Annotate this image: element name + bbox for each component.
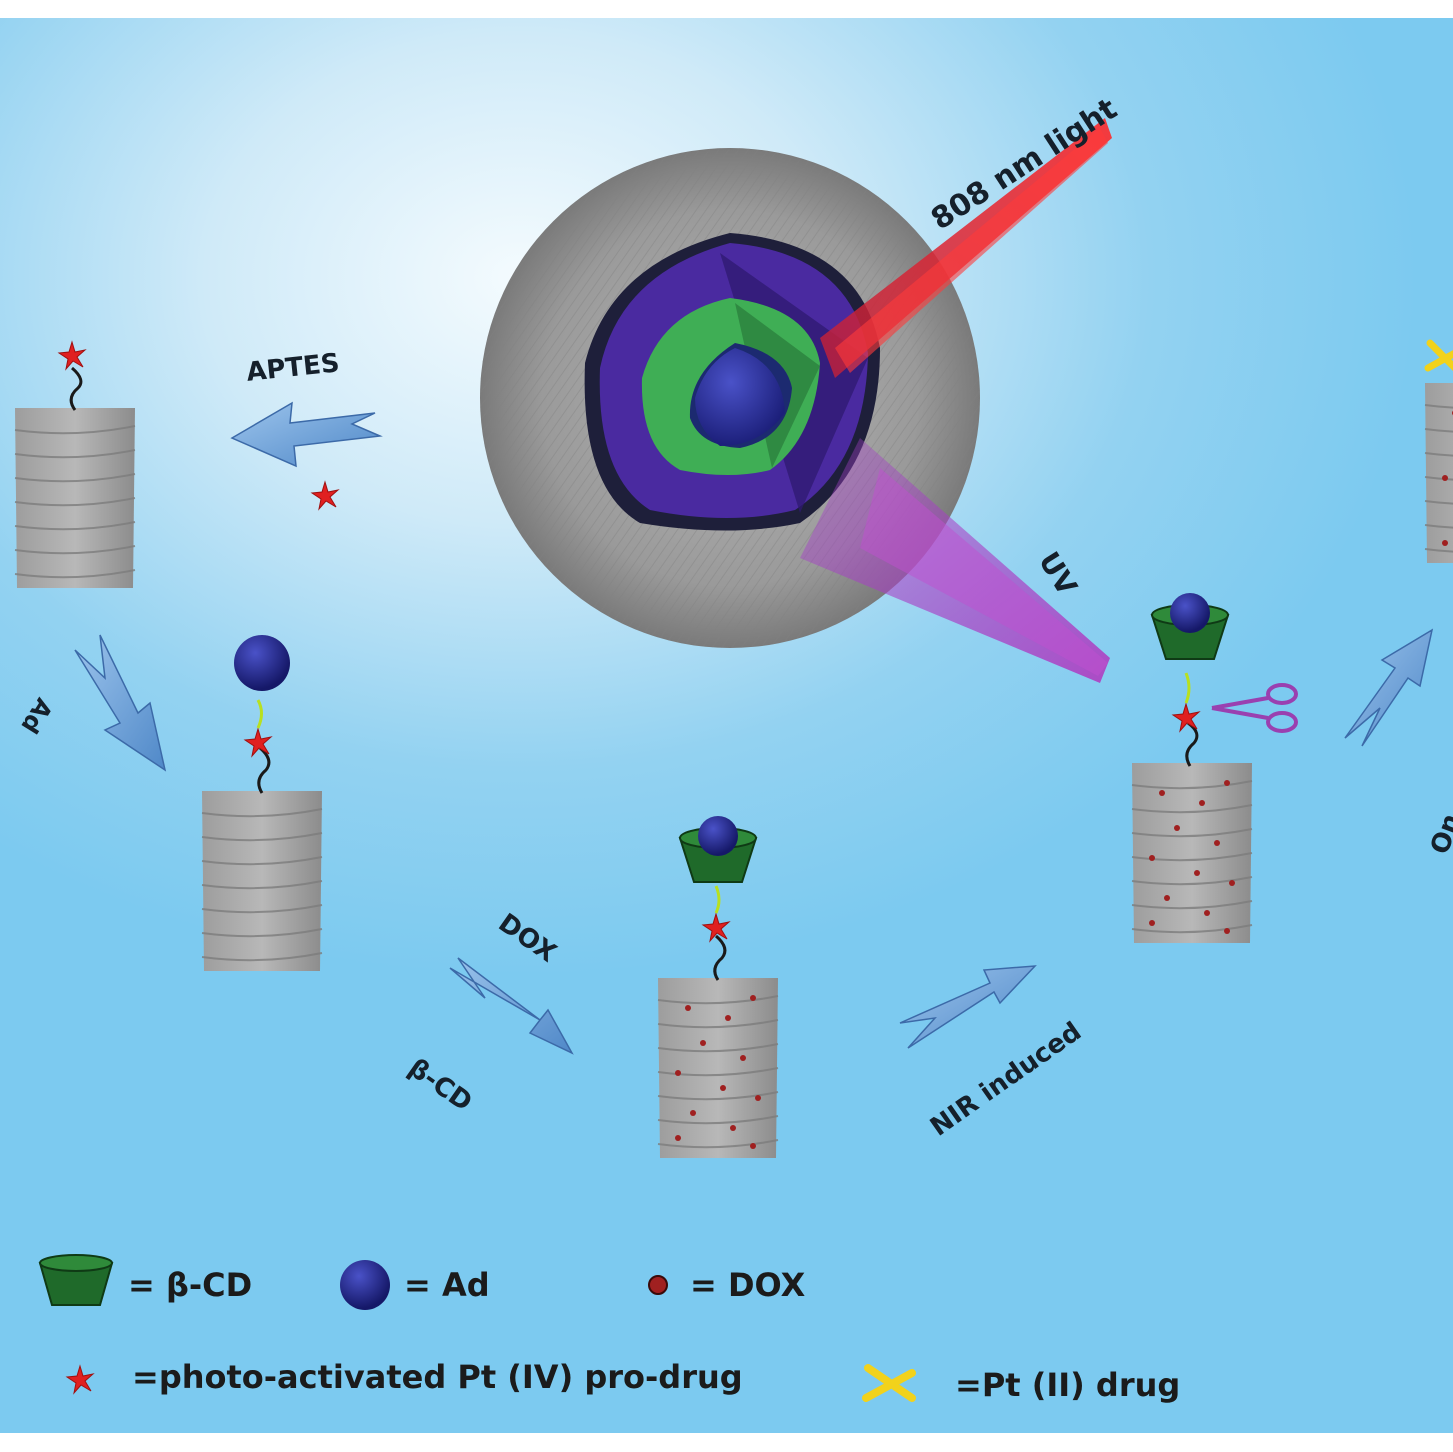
legend-dox-label: = DOX [690,1266,806,1304]
bcd-cup-ad [679,815,757,883]
adamantane-ball [234,635,290,691]
legend-pt2-icon [862,1364,916,1402]
ad-arrow [74,634,167,772]
release-arrow [1344,628,1434,747]
legend-dox-icon [648,1275,668,1295]
nir-beam [820,118,1112,378]
legend-bcd-icon [38,1254,114,1306]
scissors-icon [1211,683,1298,733]
dox-bcd-arrow [449,957,574,1055]
legend-pt4-label: =photo-activated Pt (IV) pro-drug [132,1358,743,1396]
pt4-star-aptes [311,481,339,510]
nanosheet-stack-ad [201,790,323,972]
pt4-star-uv [1172,703,1200,732]
nanosheet-stack-partial [1425,383,1453,563]
nanosheet-stack-uv [1132,763,1252,943]
legend-ad-label: = Ad [404,1266,490,1304]
diagram-graphics [14,118,1453,1402]
nanosheet-stack-dox [658,978,778,1158]
nir-arrow [899,965,1037,1049]
pt4-star-ad [244,728,272,757]
legend-ad-icon [340,1260,390,1310]
legend-bcd-label: = β-CD [128,1266,253,1304]
aptes-arrow [230,401,383,468]
bcd-cup-uv [1151,592,1229,660]
legend-pt4-icon [66,1365,94,1394]
legend-pt2-label: =Pt (II) drug [955,1366,1181,1404]
diagram-canvas: 808 nm light UV APTES Ad DOX β-CD NIR in… [0,18,1453,1433]
pt4-prodrug-star [58,341,86,370]
uv-beam [800,438,1110,683]
pt2-cross-partial [1424,339,1453,372]
nanosheet-stack-aptes [14,407,136,589]
